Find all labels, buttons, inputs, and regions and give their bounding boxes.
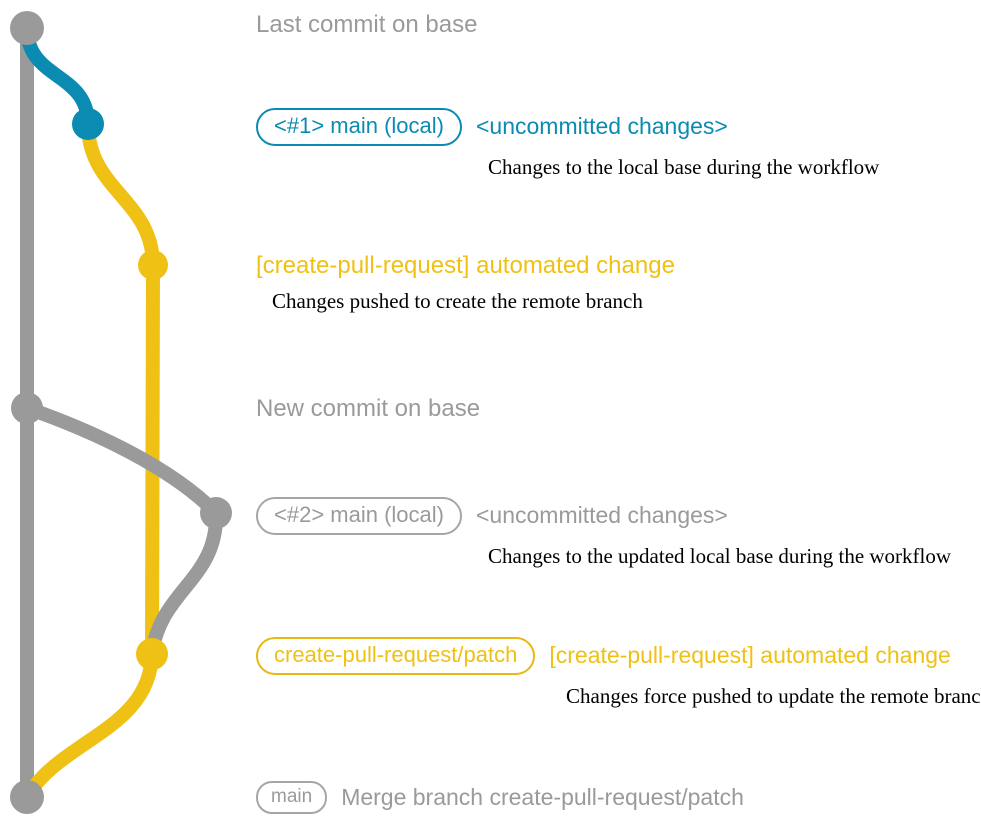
commit-node-base-new[interactable]	[11, 392, 43, 424]
caption-local-changes-2: Changes to the updated local base during…	[488, 544, 952, 568]
subject-automated-change-2: [create-pull-request] automated change	[549, 642, 951, 669]
commit-graph	[10, 11, 232, 814]
commit-node-patch-1[interactable]	[138, 250, 168, 280]
branch-pill-main[interactable]: main	[256, 781, 328, 814]
row-local-commit-1: <#1> main (local) <uncommitted changes> …	[256, 108, 879, 179]
row-last-commit-on-base: Last commit on base	[256, 11, 478, 38]
commit-node-local-1[interactable]	[72, 108, 104, 140]
commit-node-base-last[interactable]	[10, 11, 44, 45]
edge-local2-to-patch2	[145, 506, 224, 661]
edge-base-to-local1	[20, 21, 95, 131]
edge-local1-to-patch1	[81, 117, 160, 272]
edge-patch2-to-merge	[20, 647, 159, 804]
commit-node-local-2[interactable]	[200, 497, 232, 529]
subject-uncommitted-changes-2: <uncommitted changes>	[475, 502, 728, 529]
local-commit-1-header: <#1> main (local) <uncommitted changes>	[256, 108, 879, 146]
commit-node-base-merge[interactable]	[10, 780, 44, 814]
row-remote-branch-updated: create-pull-request/patch [create-pull-r…	[256, 637, 981, 708]
row-local-commit-2: <#2> main (local) <uncommitted changes> …	[256, 497, 951, 568]
edge-basenew-to-local2	[20, 401, 223, 520]
commit-node-patch-2[interactable]	[136, 638, 168, 670]
caption-local-changes-1: Changes to the local base during the wor…	[488, 155, 880, 179]
headline-last-commit-on-base: Last commit on base	[256, 11, 478, 38]
headline-automated-change-1: [create-pull-request] automated change	[256, 252, 675, 279]
subject-uncommitted-changes-1: <uncommitted changes>	[475, 113, 728, 140]
subject-merge-branch: Merge branch create-pull-request/patch	[341, 783, 744, 810]
caption-pushed-create-remote-branch: Changes pushed to create the remote bran…	[272, 289, 643, 314]
branch-pill-main-local-1[interactable]: <#1> main (local)	[256, 108, 462, 146]
branch-pill-main-local-2[interactable]: <#2> main (local)	[256, 497, 462, 535]
row-merge-commit: main Merge branch create-pull-request/pa…	[256, 781, 744, 814]
branch-pill-create-pull-request-patch[interactable]: create-pull-request/patch	[256, 637, 536, 675]
row-new-commit-on-base: New commit on base	[256, 395, 481, 422]
local-commit-2-header: <#2> main (local) <uncommitted changes>	[256, 497, 951, 535]
row-remote-branch-created: [create-pull-request] automated change C…	[256, 252, 675, 314]
caption-force-pushed-update-remote-branch: Changes force pushed to update the remot…	[566, 684, 981, 708]
headline-new-commit-on-base: New commit on base	[256, 395, 481, 422]
remote-branch-updated-header: create-pull-request/patch [create-pull-r…	[256, 637, 981, 675]
